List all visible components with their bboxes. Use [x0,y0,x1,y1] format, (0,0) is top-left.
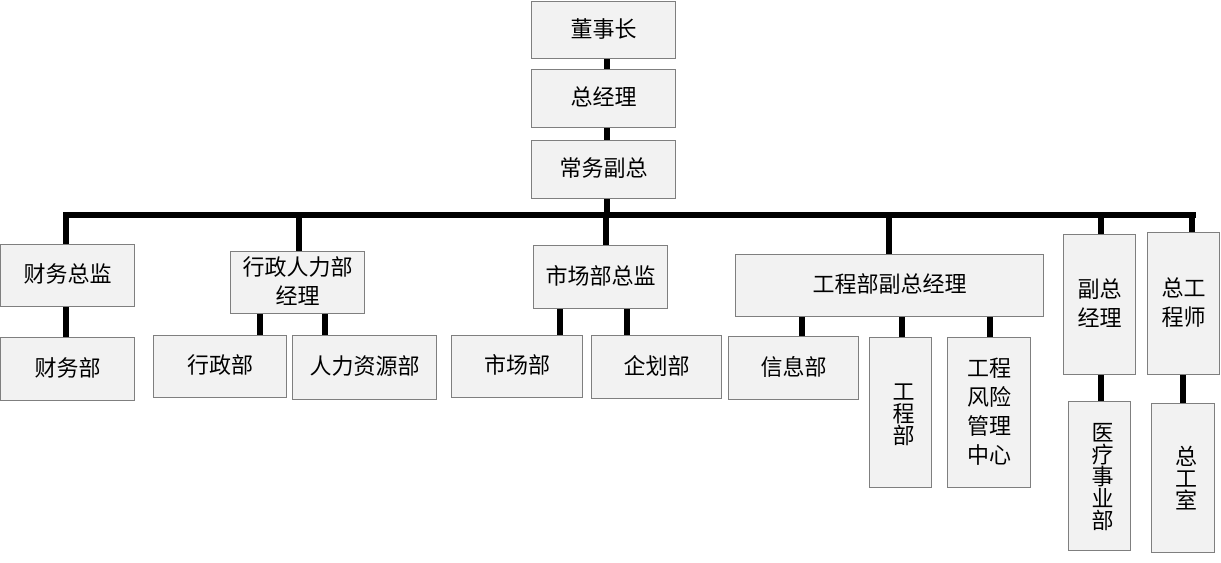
connector-bus-chiefeng [1189,212,1195,233]
connector-bus-adminhr [296,212,302,252]
node-marketing-director: 市场部总监 [533,245,668,309]
connector-eng-it [799,316,805,337]
connector-marketing-planning [624,308,630,336]
connector-bus [63,212,1196,218]
node-chief-engineer: 总工程师 [1147,232,1220,375]
connector-gm-execvp [604,127,610,141]
node-admin-dept: 行政部 [153,335,287,398]
connector-bus-marketing [603,212,609,246]
connector-marketing-mkt [557,308,563,336]
node-engineering-deputy-gm: 工程部副总经理 [735,254,1044,317]
node-admin-hr-manager: 行政人力部经理 [230,251,365,314]
connector-chiefeng-office [1180,374,1186,404]
connector-bus-deputygm [1098,212,1104,235]
connector-adminhr-admin [257,313,263,336]
connector-adminhr-hr [322,313,328,336]
node-chairman: 董事长 [531,1,676,59]
connector-deputygm-medical [1098,374,1104,402]
connector-chairman-gm [604,58,610,70]
node-it-dept: 信息部 [728,336,859,400]
connector-eng-risk [987,316,993,338]
node-chief-engineer-office: 总工室 [1151,403,1215,553]
node-hr-dept: 人力资源部 [292,335,437,400]
node-engineering-dept: 工程部 [869,337,932,488]
connector-eng-engdept [899,316,905,338]
connector-finance-dept [63,306,69,338]
node-executive-vp: 常务副总 [531,140,676,199]
node-general-manager: 总经理 [531,69,676,128]
node-marketing-dept: 市场部 [451,335,583,398]
connector-bus-engineering [886,212,892,255]
node-planning-dept: 企划部 [591,335,722,399]
node-medical-business-dept: 医疗事业部 [1068,401,1131,551]
node-engineering-risk-center: 工程风险管理中心 [947,337,1031,488]
connector-bus-finance [63,212,69,245]
node-finance-director: 财务总监 [0,244,135,307]
node-finance-dept: 财务部 [0,337,135,401]
connector-execvp-bus [604,198,610,216]
node-deputy-gm: 副总经理 [1063,234,1136,375]
